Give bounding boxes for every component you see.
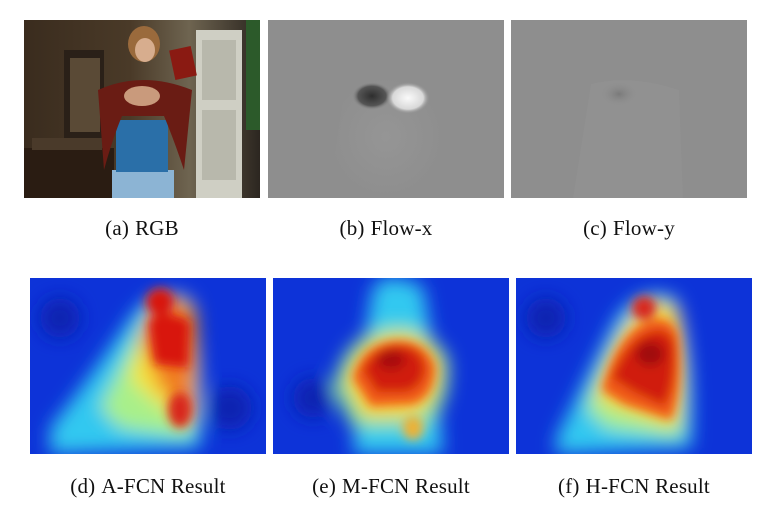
- caption-e-tag: (e): [312, 474, 337, 498]
- caption-c: (c)Flow-y: [509, 216, 749, 241]
- caption-b-tag: (b): [339, 216, 365, 240]
- caption-b: (b)Flow-x: [266, 216, 506, 241]
- caption-a-label: RGB: [135, 216, 179, 240]
- caption-a: (a)RGB: [22, 216, 262, 241]
- caption-b-label: Flow-x: [370, 216, 433, 240]
- caption-e: (e)M-FCN Result: [271, 474, 511, 499]
- flow-x-image: [268, 20, 504, 198]
- caption-d-tag: (d): [70, 474, 96, 498]
- caption-f-label: H-FCN Result: [585, 474, 710, 498]
- caption-d-label: A-FCN Result: [101, 474, 226, 498]
- caption-c-tag: (c): [583, 216, 608, 240]
- m-fcn-heatmap: [273, 278, 509, 454]
- rgb-image: [24, 20, 260, 198]
- h-fcn-heatmap: [516, 278, 752, 454]
- caption-c-label: Flow-y: [613, 216, 675, 240]
- caption-f-tag: (f): [558, 474, 580, 498]
- a-fcn-heatmap: [30, 278, 266, 454]
- caption-e-label: M-FCN Result: [342, 474, 470, 498]
- caption-a-tag: (a): [105, 216, 130, 240]
- caption-f: (f)H-FCN Result: [514, 474, 754, 499]
- flow-y-image: [511, 20, 747, 198]
- caption-d: (d)A-FCN Result: [28, 474, 268, 499]
